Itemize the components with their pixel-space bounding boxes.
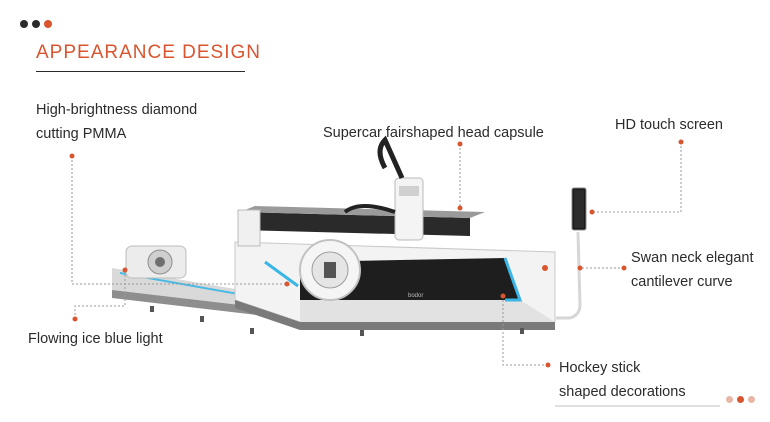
header-dot-3 (44, 20, 52, 28)
header-dot-2 (32, 20, 40, 28)
footer-dot-1 (726, 396, 733, 403)
callout-diamond-line1: High-brightness diamond (36, 102, 198, 118)
footer-dot-2 (737, 396, 744, 403)
callout-swan-line1: Swan neck elegant (631, 250, 754, 266)
callout-ice-blue-light: Flowing ice blue light (28, 331, 163, 347)
machine-brand-text: bodor (408, 293, 423, 299)
header-dot-1 (20, 20, 28, 28)
callout-diamond-line2: cutting PMMA (36, 126, 127, 142)
callout-hockey-line2: shaped decorations (559, 384, 686, 400)
footer-dot-3 (748, 396, 755, 403)
callout-head-capsule: Supercar fairshaped head capsule (323, 125, 544, 141)
title-underline (36, 71, 245, 72)
footer-dots (726, 396, 766, 406)
callout-hockey-line1: Hockey stick (559, 360, 641, 376)
page-title: APPEARANCE DESIGN (36, 42, 261, 63)
callout-touch-screen: HD touch screen (615, 117, 723, 133)
header-dots (20, 20, 80, 30)
callout-swan-line2: cantilever curve (631, 274, 733, 290)
